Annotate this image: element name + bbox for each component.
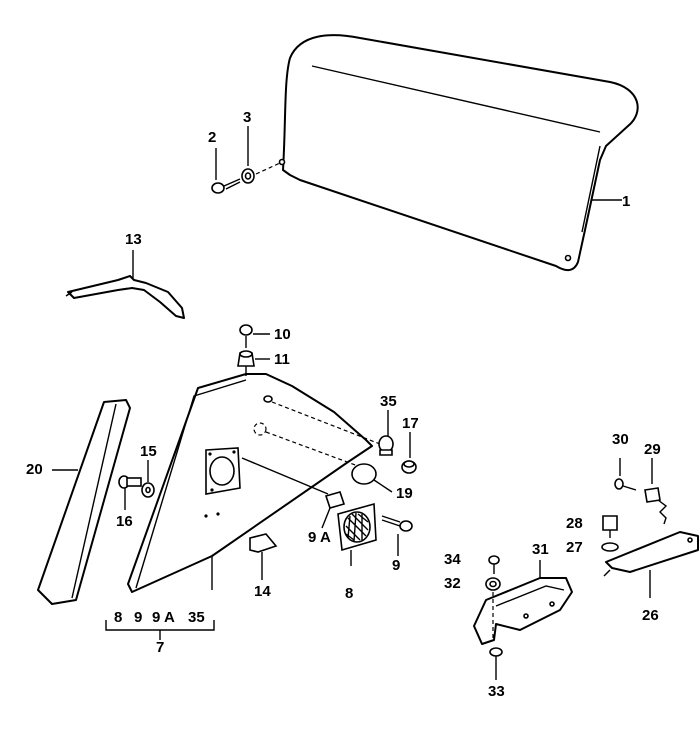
callout-16: 16 bbox=[116, 513, 133, 530]
callout-9a: 9 A bbox=[308, 529, 331, 546]
part-11-nut bbox=[237, 350, 270, 376]
part-35-plug bbox=[378, 410, 394, 456]
callout-26: 26 bbox=[642, 607, 659, 624]
part-27-washer bbox=[601, 542, 619, 552]
part-31-bracket bbox=[473, 560, 573, 645]
callout-27: 27 bbox=[566, 539, 583, 556]
part-8-speaker bbox=[337, 502, 377, 566]
callout-28: 28 bbox=[566, 515, 583, 532]
part-32-nut bbox=[485, 577, 501, 640]
callout-31: 31 bbox=[532, 541, 549, 558]
group-7-item-9: 9 bbox=[134, 609, 143, 626]
callout-14: 14 bbox=[254, 583, 271, 600]
part-16-bolt bbox=[118, 475, 142, 510]
callout-9: 9 bbox=[392, 557, 401, 574]
callout-2: 2 bbox=[208, 129, 217, 146]
part-17-plug bbox=[401, 432, 417, 474]
part-34-screw bbox=[488, 555, 500, 574]
part-10-screw bbox=[239, 324, 270, 348]
group-7-item-35: 35 bbox=[188, 609, 205, 626]
group-7-bracket bbox=[105, 620, 215, 640]
callout-35: 35 bbox=[380, 393, 397, 410]
part-28-bolt bbox=[602, 515, 618, 538]
part-19-cover bbox=[351, 463, 393, 493]
part-14-block bbox=[249, 533, 278, 580]
callout-19: 19 bbox=[396, 485, 413, 502]
callout-29: 29 bbox=[644, 441, 661, 458]
callout-34: 34 bbox=[444, 551, 461, 568]
callout-17: 17 bbox=[402, 415, 419, 432]
part-3-grommet bbox=[241, 126, 281, 184]
part-29-nut bbox=[644, 458, 668, 525]
callout-20: 20 bbox=[26, 461, 43, 478]
part-9a-clip bbox=[321, 491, 346, 529]
callout-7: 7 bbox=[156, 639, 165, 656]
callout-32: 32 bbox=[444, 575, 461, 592]
callout-13: 13 bbox=[125, 231, 142, 248]
part-30-screw bbox=[614, 458, 637, 491]
part-9-screw bbox=[381, 515, 413, 556]
group-7-item-9a: 9 A bbox=[152, 609, 175, 626]
callout-10: 10 bbox=[274, 326, 291, 343]
callout-1: 1 bbox=[622, 193, 631, 210]
part-26-strip bbox=[603, 531, 699, 598]
callout-3: 3 bbox=[243, 109, 252, 126]
part-2-screw bbox=[211, 148, 241, 194]
callout-33: 33 bbox=[488, 683, 505, 700]
part-1-shelf-panel bbox=[278, 34, 639, 272]
callout-11: 11 bbox=[274, 351, 290, 368]
part-7-side-panel bbox=[127, 373, 381, 593]
part-20-side-strip bbox=[37, 399, 131, 605]
callout-30: 30 bbox=[612, 431, 629, 448]
callout-15: 15 bbox=[140, 443, 157, 460]
callout-8: 8 bbox=[345, 585, 354, 602]
part-13-spring bbox=[65, 250, 185, 319]
group-7-item-8: 8 bbox=[114, 609, 123, 626]
part-33-washer bbox=[489, 647, 503, 680]
part-15-washer bbox=[141, 460, 155, 498]
